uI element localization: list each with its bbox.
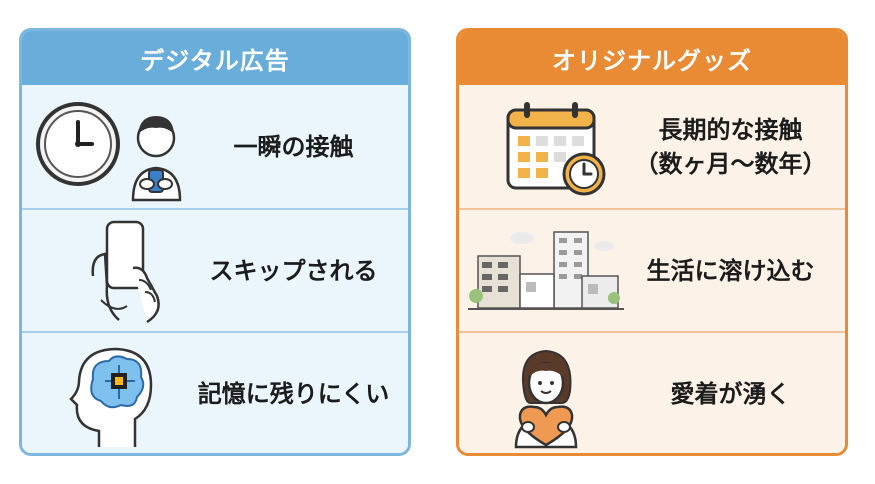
digital-row-2-text: スキップされる bbox=[209, 256, 378, 285]
original-row-2: 生活に溶け込む bbox=[459, 208, 845, 331]
digital-row-2: スキップされる bbox=[22, 208, 408, 331]
hand-swiping-phone-icon bbox=[22, 209, 197, 332]
original-goods-panel: オリジナルグッズ bbox=[456, 28, 848, 456]
original-goods-header: オリジナルグッズ bbox=[459, 31, 845, 85]
digital-ads-header: デジタル広告 bbox=[22, 31, 408, 85]
calendar-clock-icon bbox=[459, 85, 634, 208]
woman-holding-heart-icon bbox=[459, 332, 634, 453]
original-row-1-text: 長期的な接触 （数ヶ月〜数年） bbox=[634, 115, 827, 178]
clock-and-phone-user-icon bbox=[22, 85, 197, 208]
digital-row-3: 記憶に残りにくい bbox=[22, 331, 408, 453]
digital-ads-panel: デジタル広告 一瞬の接触 bbox=[19, 28, 411, 456]
original-row-1: 長期的な接触 （数ヶ月〜数年） bbox=[459, 85, 845, 208]
digital-row-1: 一瞬の接触 bbox=[22, 85, 408, 208]
brain-chip-head-icon bbox=[22, 332, 197, 453]
original-row-3: 愛着が湧く bbox=[459, 331, 845, 453]
original-row-2-text: 生活に溶け込む bbox=[646, 256, 815, 285]
digital-row-1-text: 一瞬の接触 bbox=[233, 132, 354, 161]
digital-row-3-text: 記憶に残りにくい bbox=[197, 379, 390, 408]
original-row-3-text: 愛着が湧く bbox=[670, 379, 791, 408]
city-buildings-icon bbox=[459, 209, 634, 332]
